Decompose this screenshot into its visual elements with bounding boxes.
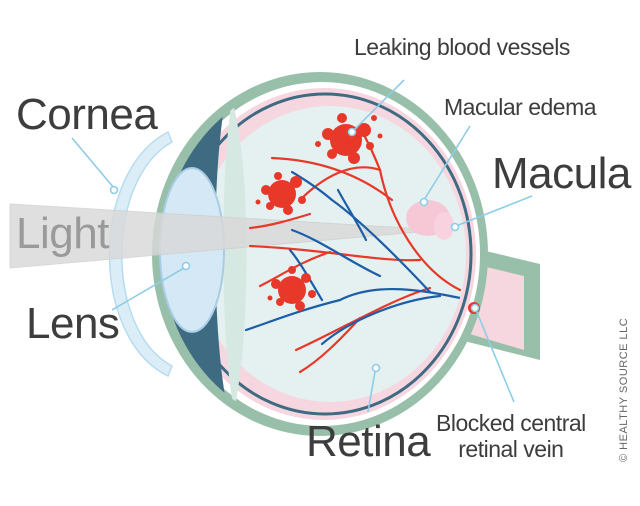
callout-dot-leaking — [347, 127, 357, 137]
label-blocked-central-retinal-vein: Blocked central retinal vein — [436, 410, 586, 463]
label-macula: Macula — [492, 149, 631, 198]
callout-retina — [367, 365, 377, 413]
label-light: Light — [16, 209, 109, 258]
callout-macula — [455, 195, 533, 227]
label-cornea: Cornea — [16, 90, 158, 139]
hemorrhage — [315, 113, 383, 164]
hemorrhages — [255, 113, 383, 311]
veins — [244, 170, 466, 346]
callout-blocked-vein — [475, 309, 515, 403]
label-retina: Retina — [306, 417, 431, 466]
callout-leaking — [353, 79, 405, 131]
label-macular-edema: Macular edema — [444, 94, 597, 120]
light-beam — [9, 203, 441, 269]
hemorrhage — [267, 266, 316, 311]
callout-dot-lens — [181, 261, 191, 271]
callout-dot-macula — [450, 222, 460, 232]
callout-edema — [423, 125, 471, 201]
copyright-text: © HEALTHY SOURCE LLC — [618, 317, 630, 462]
hemorrhage — [255, 172, 306, 215]
callout-lens — [111, 267, 185, 311]
callout-dot-cornea — [109, 185, 119, 195]
callouts — [71, 79, 533, 413]
callout-dot-retina — [371, 363, 381, 373]
cornea — [108, 130, 173, 378]
label-lens: Lens — [26, 299, 120, 348]
callout-dot-edema — [419, 197, 429, 207]
label-leaking-blood-vessels: Leaking blood vessels — [354, 34, 570, 60]
callout-cornea — [71, 137, 115, 189]
macula — [434, 212, 454, 240]
callout-dot-blocked-vein — [470, 303, 480, 313]
